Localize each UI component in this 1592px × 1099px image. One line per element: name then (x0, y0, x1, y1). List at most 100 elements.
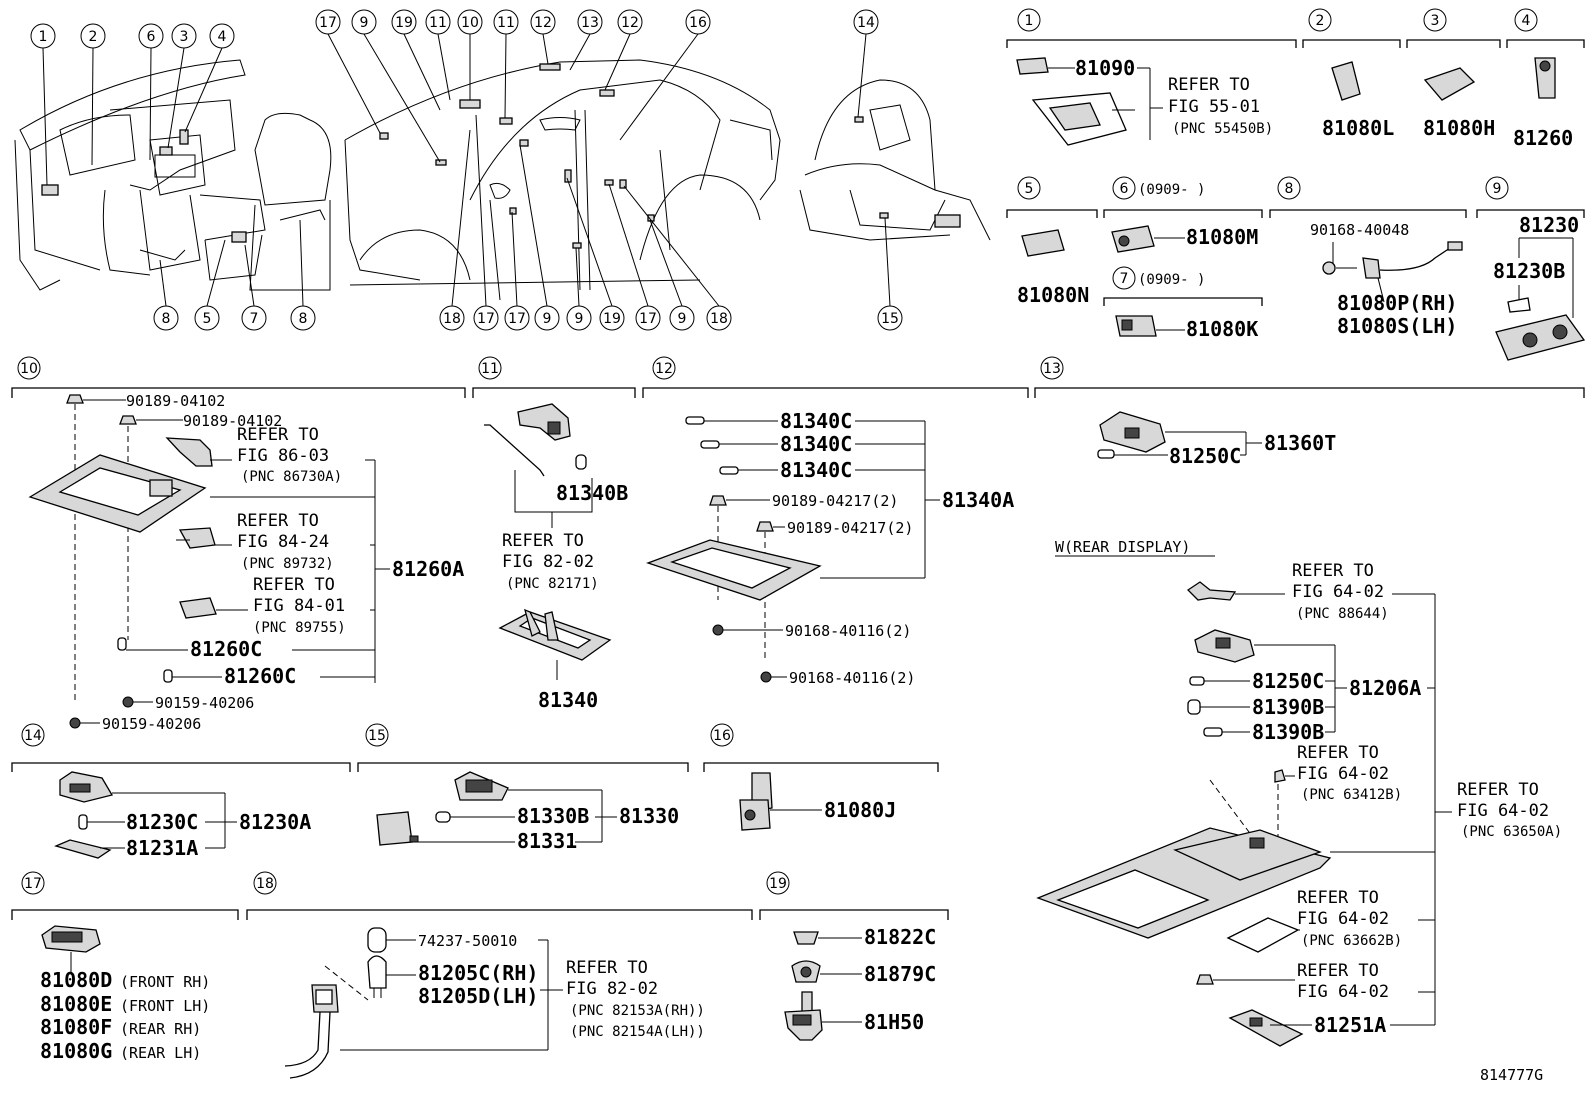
svg-text:REFER TO: REFER TO (1297, 743, 1379, 763)
car-side-callouts: 17 9 19 11 10 11 12 13 12 16 18 17 17 9 … (315, 9, 732, 331)
svg-text:15: 15 (368, 728, 386, 744)
interior-overview-drawing (14, 59, 332, 291)
svg-text:13: 13 (581, 15, 599, 31)
svg-text:13: 13 (1043, 361, 1061, 377)
callout-circle: 17 (635, 305, 661, 331)
svg-text:REFER TO: REFER TO (1297, 888, 1379, 908)
svg-text:90189-04217(2): 90189-04217(2) (787, 519, 913, 537)
svg-text:81260C: 81260C (224, 664, 296, 688)
svg-text:81250C: 81250C (1252, 669, 1324, 693)
svg-text:FIG 64-02: FIG 64-02 (1457, 801, 1549, 821)
section-3: 3 81080H (1406, 8, 1501, 140)
svg-text:(PNC 63650A): (PNC 63650A) (1461, 824, 1562, 840)
svg-text:17: 17 (477, 311, 495, 327)
svg-text:90168-40116(2): 90168-40116(2) (789, 669, 915, 687)
svg-text:FIG 82-02: FIG 82-02 (502, 552, 594, 572)
svg-text:REFER TO: REFER TO (237, 425, 319, 445)
svg-text:1: 1 (1025, 13, 1034, 29)
callout-circle: 9 (351, 9, 377, 35)
svg-text:81080P(RH): 81080P(RH) (1337, 291, 1457, 315)
svg-text:17: 17 (319, 15, 337, 31)
svg-text:3: 3 (180, 29, 189, 45)
svg-text:81390B: 81390B (1252, 720, 1324, 744)
svg-text:81206A: 81206A (1349, 676, 1421, 700)
svg-text:7: 7 (1120, 271, 1129, 287)
svg-text:81230: 81230 (1519, 213, 1579, 237)
svg-text:(PNC 82171): (PNC 82171) (506, 576, 599, 592)
svg-text:81205D(LH): 81205D(LH) (418, 984, 538, 1008)
svg-text:REFER TO: REFER TO (1457, 780, 1539, 800)
svg-text:FIG 84-24: FIG 84-24 (237, 532, 329, 552)
svg-text:(PNC 82153A(RH)): (PNC 82153A(RH)) (570, 1003, 705, 1019)
svg-text:81080K: 81080K (1186, 317, 1258, 341)
svg-text:7: 7 (250, 311, 259, 327)
callout-circle: 18 (439, 305, 465, 331)
svg-text:(FRONT RH): (FRONT RH) (120, 973, 210, 991)
svg-text:REFER TO: REFER TO (253, 575, 335, 595)
callout-circle: 10 (457, 9, 483, 35)
section-11: 11 81340B REFER TO FIG 82-02 (PNC 82171)… (472, 356, 636, 712)
svg-text:81340C: 81340C (780, 458, 852, 482)
svg-text:FIG 64-02: FIG 64-02 (1292, 582, 1384, 602)
svg-text:4: 4 (1522, 13, 1531, 29)
svg-text:81260: 81260 (1513, 126, 1573, 150)
trunk-callouts: 14 15 (853, 9, 903, 331)
section-8: 8 90168-40048 81080P(RH) 81080S(LH) (1269, 176, 1467, 338)
svg-text:18: 18 (443, 311, 461, 327)
svg-text:90159-40206: 90159-40206 (102, 715, 201, 733)
car-side-overview-drawing (344, 59, 781, 301)
svg-text:6: 6 (147, 29, 156, 45)
svg-text:(PNC 89732): (PNC 89732) (241, 556, 334, 572)
svg-text:9: 9 (678, 311, 687, 327)
svg-text:81230B: 81230B (1493, 259, 1565, 283)
section-1: 1 81090 REFER TO FIG 55-01 (PNC 55450B) (1006, 8, 1297, 146)
svg-text:FIG 64-02: FIG 64-02 (1297, 909, 1389, 929)
section-5: 5 81080N (1006, 176, 1098, 307)
callout-circle: 6 (138, 23, 164, 49)
svg-text:81080H: 81080H (1423, 116, 1495, 140)
section-14: 14 81230C 81231A 81230A (11, 723, 351, 860)
svg-text:81080N: 81080N (1017, 283, 1089, 307)
svg-text:9: 9 (1493, 181, 1502, 197)
svg-text:81331: 81331 (517, 829, 577, 853)
svg-text:81251A: 81251A (1314, 1013, 1386, 1037)
callout-circle: 5 (194, 305, 220, 331)
svg-text:2: 2 (1316, 13, 1325, 29)
svg-text:FIG 64-02: FIG 64-02 (1297, 982, 1389, 1002)
svg-text:12: 12 (534, 15, 552, 31)
svg-text:14: 14 (24, 728, 42, 744)
svg-text:81360T: 81360T (1264, 431, 1336, 455)
section-2: 2 81080L (1302, 8, 1401, 140)
svg-text:(PNC 86730A): (PNC 86730A) (241, 469, 342, 485)
svg-text:81080S(LH): 81080S(LH) (1337, 314, 1457, 338)
svg-text:FIG 64-02: FIG 64-02 (1297, 764, 1389, 784)
callout-circle: 17 (473, 305, 499, 331)
section-13: 13 81250C 81360T (1034, 356, 1585, 468)
callout-circle: 15 (877, 305, 903, 331)
svg-text:81230C: 81230C (126, 810, 198, 834)
svg-text:81080G: 81080G (40, 1039, 112, 1063)
svg-text:19: 19 (603, 311, 621, 327)
callout-circle: 17 (315, 9, 341, 35)
svg-text:81340C: 81340C (780, 432, 852, 456)
svg-text:81260C: 81260C (190, 637, 262, 661)
svg-text:(PNC 82154A(LH)): (PNC 82154A(LH)) (570, 1024, 705, 1040)
svg-text:90168-40048: 90168-40048 (1310, 221, 1409, 239)
svg-text:81080D: 81080D (40, 968, 112, 992)
svg-text:(PNC 55450B): (PNC 55450B) (1172, 121, 1273, 137)
callout-circle: 19 (599, 305, 625, 331)
svg-text:REFER TO: REFER TO (1297, 961, 1379, 981)
svg-text:18: 18 (256, 876, 274, 892)
svg-text:REFER TO: REFER TO (1292, 561, 1374, 581)
svg-text:15: 15 (881, 311, 899, 327)
svg-text:17: 17 (639, 311, 657, 327)
svg-text:(PNC 88644): (PNC 88644) (1296, 606, 1389, 622)
section-19: 19 81822C 81879C 81H50 (759, 871, 949, 1041)
trunk-overview-drawing (799, 79, 991, 241)
svg-text:FIG 55-01: FIG 55-01 (1168, 97, 1260, 117)
svg-text:6: 6 (1120, 181, 1129, 197)
svg-text:12: 12 (621, 15, 639, 31)
svg-text:W(REAR DISPLAY): W(REAR DISPLAY) (1055, 538, 1190, 556)
svg-text:81080M: 81080M (1186, 225, 1258, 249)
svg-text:90189-04102: 90189-04102 (126, 392, 225, 410)
